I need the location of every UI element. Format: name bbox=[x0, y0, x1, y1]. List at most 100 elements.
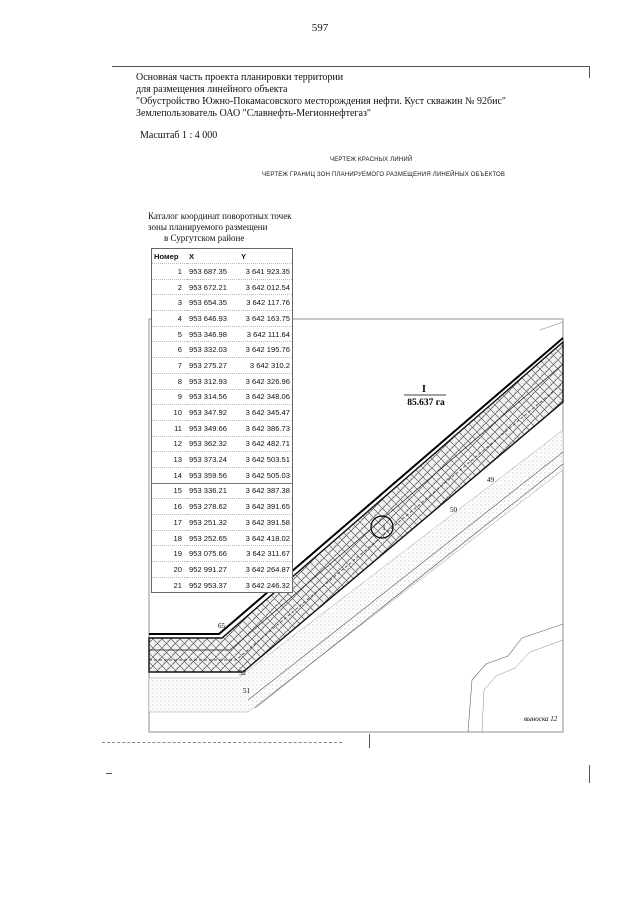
header-line-1: Основная часть проекта планировки террит… bbox=[136, 72, 344, 83]
header-line-2: для размещения линейного объекта bbox=[136, 84, 288, 95]
point-number: 13 bbox=[151, 451, 187, 468]
point-number: 18 bbox=[151, 529, 187, 546]
coord-y: 3 642 391.65 bbox=[239, 498, 293, 515]
zone-label: I bbox=[422, 384, 426, 395]
corridor-center-line-1 bbox=[149, 363, 564, 651]
coord-x: 953 687.35 bbox=[187, 263, 239, 280]
point-number: 1 bbox=[151, 263, 187, 280]
coord-y: 3 642 326.96 bbox=[239, 372, 293, 389]
point-number: 3 bbox=[151, 294, 187, 311]
coord-x: 953 278.62 bbox=[187, 498, 239, 515]
contour-line bbox=[467, 623, 564, 733]
coord-y: 3 642 386.73 bbox=[239, 419, 293, 437]
frame-right-tick bbox=[589, 765, 590, 783]
coord-x: 953 359.56 bbox=[187, 466, 239, 484]
coord-x: 953 312.93 bbox=[187, 372, 239, 389]
zone-area-label: 85.637 га bbox=[407, 398, 445, 408]
point-number: 19 bbox=[151, 545, 187, 562]
label-65: 65 bbox=[218, 622, 226, 630]
coord-x: 953 336.21 bbox=[187, 482, 239, 499]
inset-label: выноска 12 bbox=[524, 715, 558, 723]
coord-y: 3 642 311.67 bbox=[239, 545, 293, 562]
frame-left-tick bbox=[106, 773, 112, 774]
header-number: Номер bbox=[154, 251, 179, 261]
catalog-title-line-2: зоны планируемого размещени bbox=[148, 222, 268, 232]
right-top-edge bbox=[539, 321, 564, 331]
coord-y: 3 642 117.76 bbox=[239, 294, 293, 311]
point-number: 16 bbox=[151, 498, 187, 515]
point-number: 4 bbox=[151, 310, 187, 327]
coord-y: 3 642 482.71 bbox=[239, 435, 293, 452]
coord-y: 3 642 310.2 bbox=[239, 357, 293, 374]
point-number: 7 bbox=[151, 357, 187, 374]
point-number: 2 bbox=[151, 278, 187, 295]
coord-x: 953 251.32 bbox=[187, 514, 239, 531]
red-line-upper bbox=[149, 337, 564, 635]
right-of-way-band bbox=[148, 429, 564, 713]
point-number: 6 bbox=[151, 341, 187, 358]
corridor-zone bbox=[148, 340, 564, 673]
corridor-center-line-2 bbox=[149, 382, 564, 661]
page-number: 597 bbox=[311, 22, 329, 34]
frame-bottom-tick bbox=[369, 734, 370, 748]
coord-x: 953 672.21 bbox=[187, 278, 239, 295]
header-line-3: "Обустройство Южно-Покамасовского местор… bbox=[136, 96, 507, 107]
point-number: 9 bbox=[151, 388, 187, 405]
coord-y: 3 642 111.64 bbox=[239, 325, 293, 342]
point-circle bbox=[370, 515, 394, 539]
header-y: Y bbox=[241, 251, 247, 261]
catalog-title: Каталог координат поворотных точек зоны … bbox=[148, 211, 292, 244]
point-number: 11 bbox=[151, 419, 187, 437]
frame-bottom-dash-left bbox=[102, 742, 342, 743]
label-52: 52 bbox=[239, 669, 247, 677]
map-frame bbox=[148, 318, 564, 733]
coord-x: 953 347.92 bbox=[187, 404, 239, 421]
coord-y: 3 641 923.35 bbox=[239, 263, 293, 280]
point-number: 5 bbox=[151, 325, 187, 342]
coord-y: 3 642 348.06 bbox=[239, 388, 293, 405]
drawing-title-zones: ЧЕРТЕЖ ГРАНИЦ ЗОН ПЛАНИРУЕМОГО РАЗМЕЩЕНИ… bbox=[262, 172, 506, 178]
header-line-4: Землепользователь ОАО "Славнефть-Мегионн… bbox=[136, 108, 371, 119]
point-number: 21 bbox=[151, 576, 187, 593]
coord-x: 953 075.66 bbox=[187, 545, 239, 562]
coord-y: 3 642 418.02 bbox=[239, 529, 293, 546]
coord-x: 953 252.65 bbox=[187, 529, 239, 546]
coord-x: 953 346.98 bbox=[187, 325, 239, 342]
catalog-title-line-3: в Сургутском районе bbox=[164, 233, 245, 243]
catalog-title-line-1: Каталог координат поворотных точек bbox=[148, 211, 292, 221]
coord-y: 3 642 246.32 bbox=[239, 576, 293, 593]
coord-y: 3 642 345.47 bbox=[239, 404, 293, 421]
road-edge-line-2 bbox=[254, 463, 564, 709]
point-number: 8 bbox=[151, 372, 187, 389]
coord-x: 953 654.35 bbox=[187, 294, 239, 311]
table-header-row: Номер X Y bbox=[152, 249, 293, 264]
contour-line-2 bbox=[481, 639, 564, 733]
coord-x: 952 953.37 bbox=[187, 576, 239, 593]
coord-y: 3 642 387.38 bbox=[239, 482, 293, 499]
point-number: 17 bbox=[151, 514, 187, 531]
scale-label: Масштаб 1 : 4 000 bbox=[140, 130, 218, 141]
coord-x: 953 373.24 bbox=[187, 451, 239, 468]
coord-x: 953 275.27 bbox=[187, 357, 239, 374]
point-number: 14 bbox=[151, 466, 187, 484]
point-circle-label: 1 bbox=[382, 524, 386, 532]
